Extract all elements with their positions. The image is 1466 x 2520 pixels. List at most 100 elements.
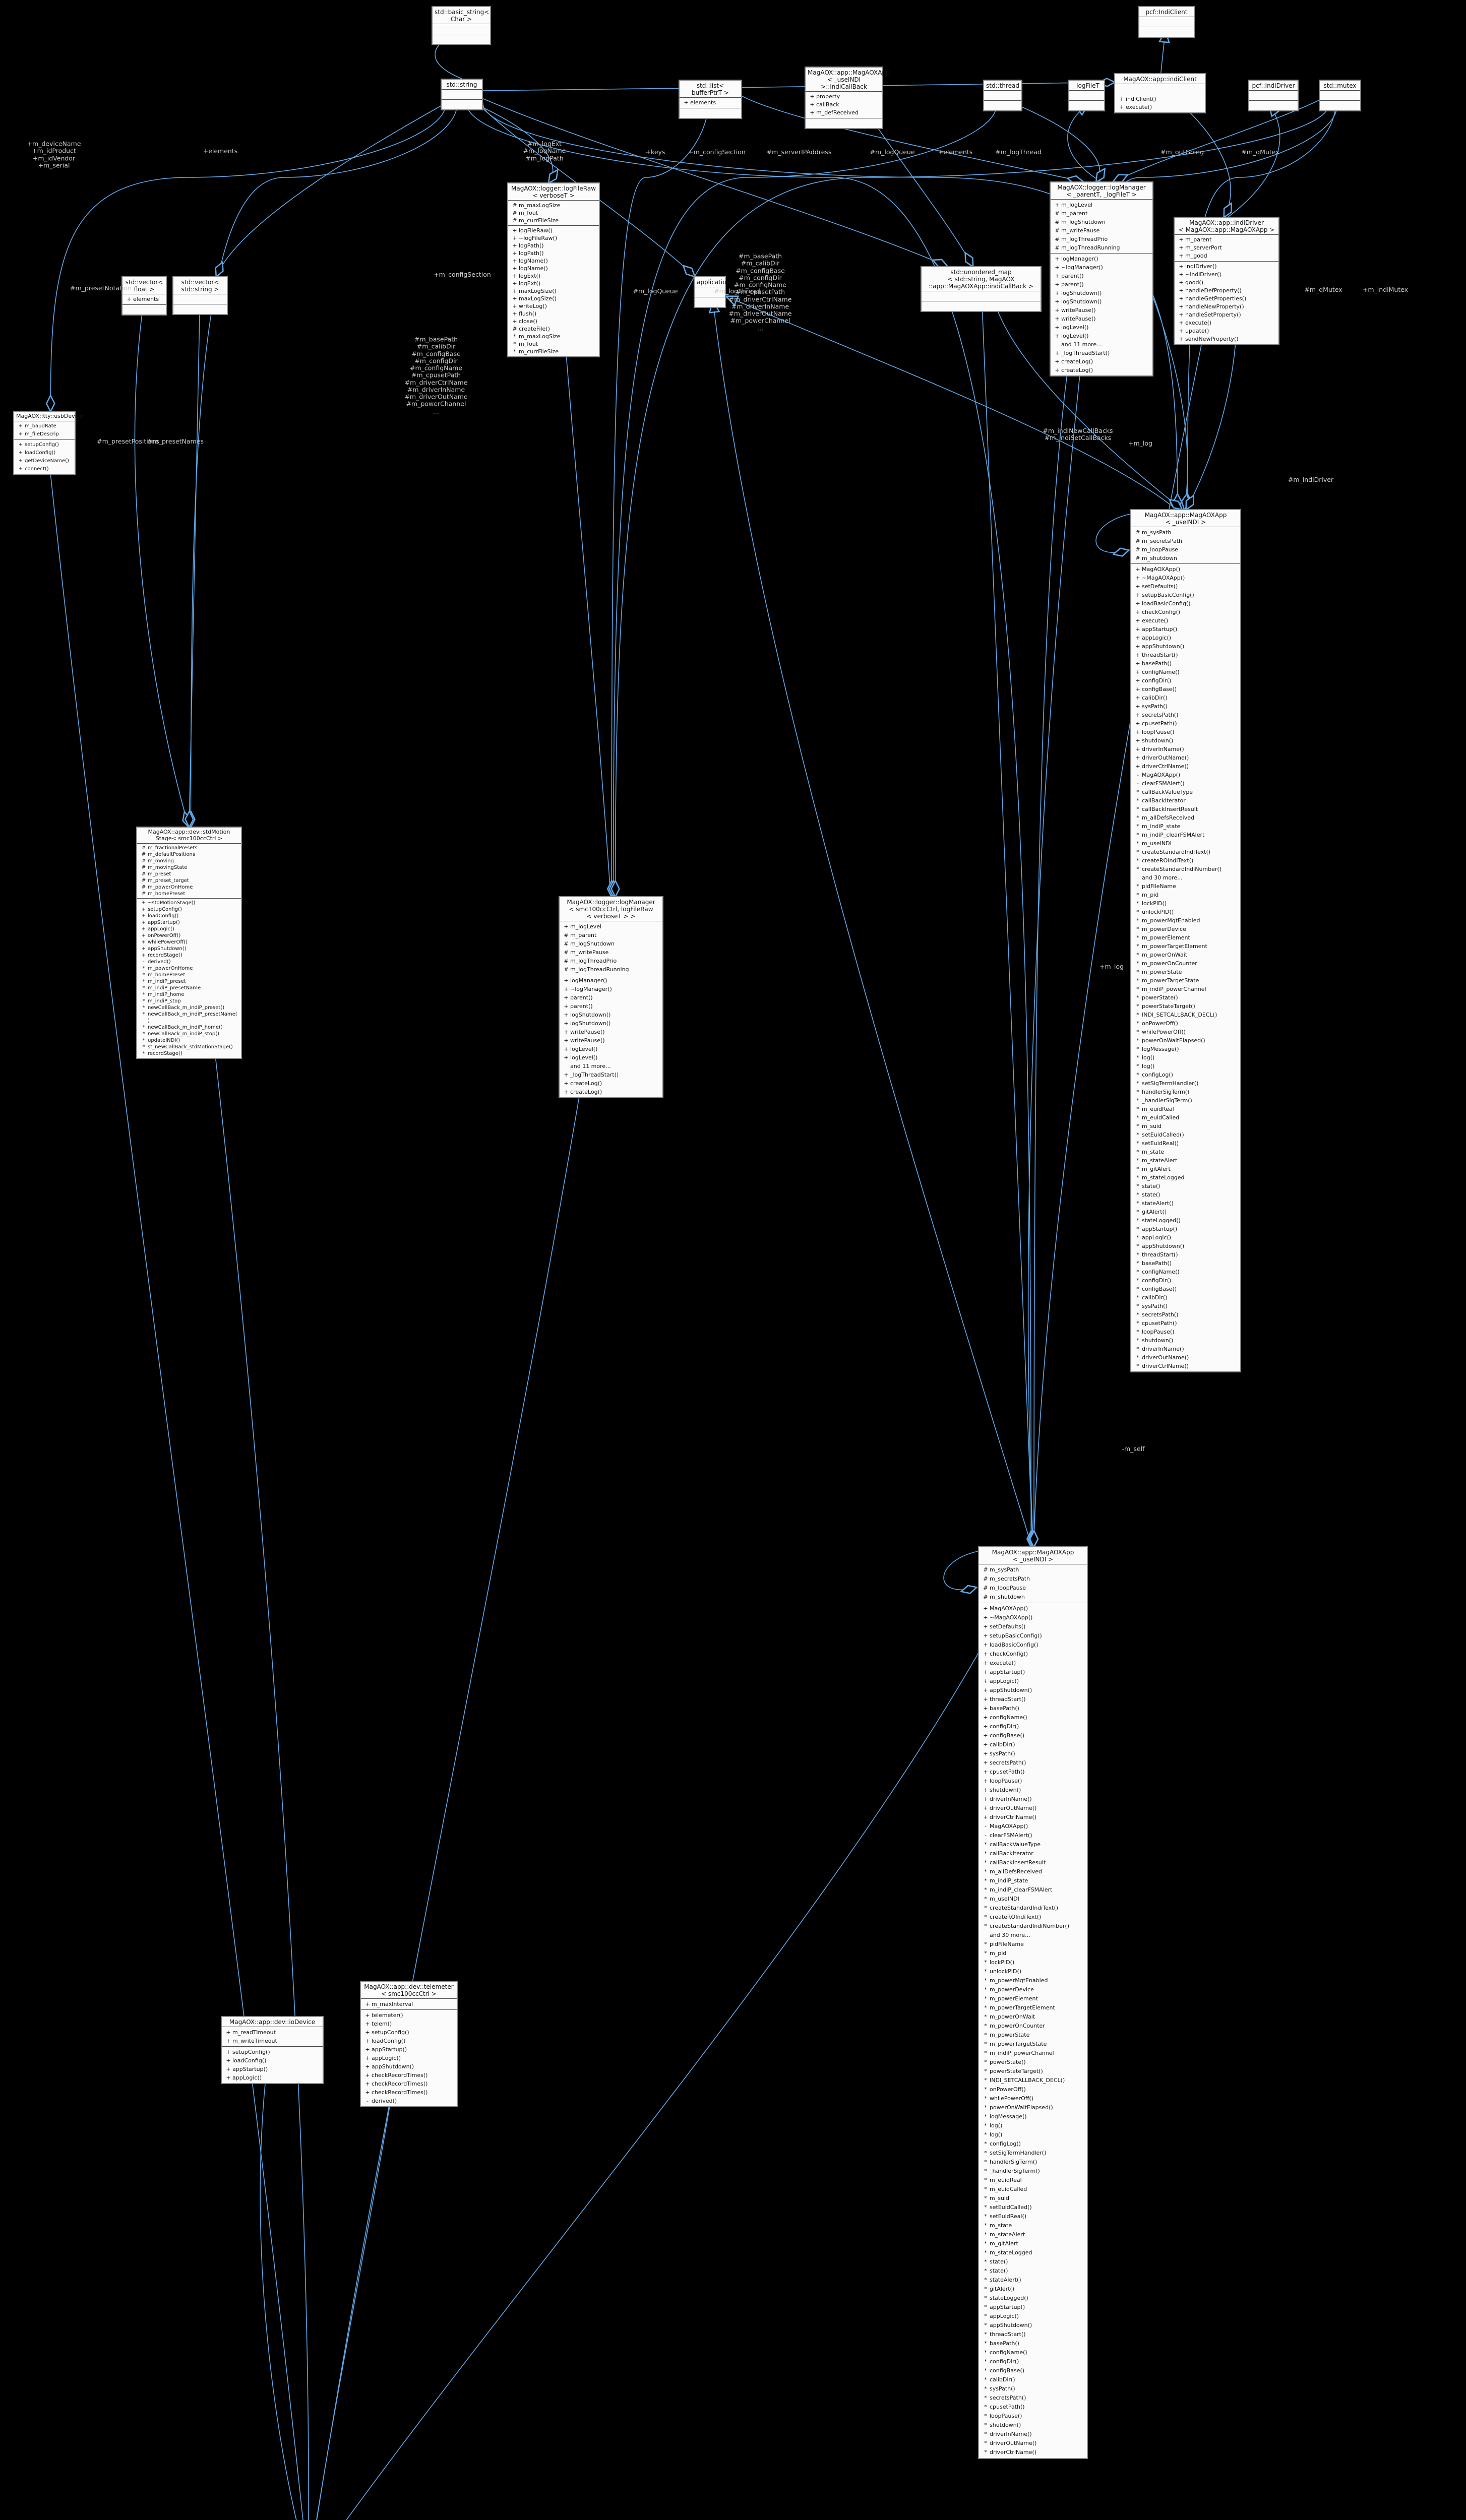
class-title: MagAOX::logger::logFileRaw< verboseT >: [508, 183, 599, 201]
member-row: *whilePowerOff(): [979, 2094, 1087, 2103]
class-box-logfilet[interactable]: _logFileT: [1068, 80, 1105, 112]
edge-label: #m_qMutex: [1241, 148, 1279, 156]
member-name: checkConfig(): [1142, 609, 1181, 616]
member-name: m_pid: [990, 1950, 1007, 1957]
class-box-magaoxapp1[interactable]: MagAOX::app::MagAOXApp< _useINDI >#m_sys…: [1130, 509, 1241, 1373]
edge-label: #m_presetPositions: [97, 437, 159, 445]
visibility-marker: *: [1136, 823, 1139, 830]
visibility-marker: +: [1135, 575, 1140, 582]
member-section: +indiDriver()+~indiDriver()+good()+handl…: [1175, 261, 1278, 344]
relation-edge-vec-float--stdmotion: [134, 293, 189, 827]
class-box-std-thread[interactable]: std::thread: [983, 80, 1022, 112]
member-row: *basePath(): [979, 2339, 1087, 2348]
class-box-vec-float[interactable]: std::vector< float >+elements: [121, 276, 167, 316]
visibility-marker: +: [983, 1741, 988, 1748]
member-row: +calibDir(): [1131, 694, 1240, 702]
member-name: sysPath(): [1142, 1303, 1168, 1310]
member-name: m_moving: [148, 858, 174, 864]
member-row: #m_loopPause: [1131, 545, 1240, 554]
visibility-marker: #: [512, 210, 517, 217]
member-row: *m_suid: [1131, 1122, 1240, 1130]
member-row: *m_powerOnCounter: [1131, 959, 1240, 968]
class-box-usbdevice[interactable]: MagAOX::tty::usbDevice+m_baudRate+m_file…: [13, 411, 83, 475]
class-title: std::list< bufferPtrT >: [680, 81, 741, 98]
member-name: log(): [1142, 1054, 1155, 1061]
member-name: calibDir(): [1142, 1294, 1168, 1301]
class-box-indiclient-app[interactable]: MagAOX::app::indiClient+indiClient()+exe…: [1114, 73, 1206, 114]
class-box-std-mutex[interactable]: std::mutex: [1319, 80, 1361, 112]
edge-label-line: #m_driverInName: [731, 302, 789, 310]
visibility-marker: +: [1055, 264, 1060, 271]
class-box-application[interactable]: application: [694, 276, 730, 308]
class-box-vec-string[interactable]: std::vector< std::string >: [172, 276, 228, 316]
class-box-logmanager2[interactable]: MagAOX::logger::logManager< smc100ccCtrl…: [559, 896, 663, 1099]
member-name: appStartup(): [372, 2046, 407, 2053]
member-row: *m_indiP_state: [979, 1876, 1087, 1885]
visibility-marker: +: [127, 296, 132, 303]
class-box-std-string[interactable]: std::string: [441, 79, 483, 111]
class-box-logfileraw[interactable]: MagAOX::logger::logFileRaw< verboseT >#m…: [507, 182, 600, 358]
class-box-logmanager1[interactable]: MagAOX::logger::logManager< _parentT, _l…: [1050, 181, 1153, 377]
member-name: setupConfig(): [372, 2029, 409, 2036]
visibility-marker: *: [142, 1037, 145, 1043]
relation-edge-smc--usbdevice: [45, 420, 303, 2520]
member-name: checkRecordTimes(): [372, 2089, 428, 2096]
member-name: setupBasicConfig(): [990, 1632, 1042, 1640]
visibility-marker: +: [1179, 287, 1184, 294]
member-row: #m_powerOnHome: [137, 884, 241, 891]
visibility-marker: +: [141, 939, 146, 945]
class-box-pcf-indidriver[interactable]: pcf::IndiDriver: [1248, 80, 1299, 112]
member-row: +checkConfig(): [979, 1650, 1087, 1659]
visibility-marker: *: [1136, 1080, 1139, 1087]
visibility-marker: *: [984, 2313, 987, 2320]
class-box-iodevice[interactable]: MagAOX::app::dev::ioDevice+m_readTimeout…: [221, 2016, 324, 2085]
visibility-marker: +: [18, 450, 23, 456]
class-box-pcf-indiclient[interactable]: pcf::IndiClient: [1138, 6, 1195, 38]
class-box-indicallback[interactable]: MagAOX::app::MagAOXApp< _useINDI >::indi…: [805, 67, 890, 130]
member-row: +m_readTimeout: [222, 2028, 323, 2037]
member-name: stateLogged(): [990, 2295, 1028, 2302]
class-box-basic-string[interactable]: std::basic_string<Char >: [432, 6, 491, 45]
member-name: m_logThreadPrio: [570, 958, 617, 965]
visibility-marker: #: [564, 932, 569, 939]
member-section: +~stdMotionStage()+setupConfig()+loadCon…: [137, 898, 241, 1058]
member-name: m_readTimeout: [232, 2029, 276, 2036]
member-row: *state(): [1131, 1182, 1240, 1190]
member-row: *driverCtrlName(): [979, 2448, 1087, 2457]
member-row: *appLogic(): [1131, 1233, 1240, 1242]
class-box-list-bufferptrt[interactable]: std::list< bufferPtrT >+elements: [679, 80, 742, 119]
member-name: m_fileDescrip: [25, 431, 59, 437]
member-row: *gitAlert(): [979, 2285, 1087, 2294]
member-row: *m_allDefsReceived: [1131, 813, 1240, 822]
class-box-telemeter[interactable]: MagAOX::app::dev::telemeter< smc100ccCtr…: [360, 1981, 458, 2108]
member-row: *log(): [1131, 1053, 1240, 1062]
member-row: *callBackValueType: [979, 1840, 1087, 1849]
class-box-indidriver-app[interactable]: MagAOX::app::indiDriver< MagAOX::app::Ma…: [1174, 217, 1279, 346]
member-name: basePath(): [1142, 660, 1172, 667]
class-title-line: std::vector< float >: [125, 279, 163, 293]
visibility-marker: +: [564, 1072, 569, 1079]
visibility-marker: *: [984, 2413, 987, 2420]
visibility-marker: *: [984, 2113, 987, 2120]
visibility-marker: *: [984, 1995, 987, 2002]
member-name: INDI_SETCALLBACK_DECL(): [990, 2077, 1065, 2084]
member-row: +MagAOXApp(): [979, 1604, 1087, 1613]
visibility-marker: *: [984, 2059, 987, 2066]
visibility-marker: +: [226, 2029, 231, 2036]
member-name: configDir(): [1142, 1277, 1172, 1284]
visibility-marker: #: [512, 326, 517, 333]
class-box-magaoxapp2[interactable]: MagAOX::app::MagAOXApp< _useINDI >#m_sys…: [978, 1546, 1088, 2460]
visibility-marker: +: [983, 1732, 988, 1739]
visibility-marker: *: [1136, 943, 1139, 950]
class-box-unordmap[interactable]: std::unordered_map< std::string, MagAOX:…: [921, 266, 1042, 312]
member-row: +m_maxInterval: [361, 2000, 457, 2008]
visibility-marker: *: [1136, 857, 1139, 864]
visibility-marker: *: [984, 1850, 987, 1857]
member-section: +MagAOXApp()+~MagAOXApp()+setDefaults()+…: [1131, 563, 1240, 1371]
member-row: +createLog(): [1051, 357, 1152, 366]
edge-label: +m_indiMutex: [1363, 286, 1408, 293]
visibility-marker: +: [1135, 617, 1140, 624]
member-name: createLog(): [1061, 358, 1093, 365]
member-row: *pidFileName: [979, 1940, 1087, 1949]
